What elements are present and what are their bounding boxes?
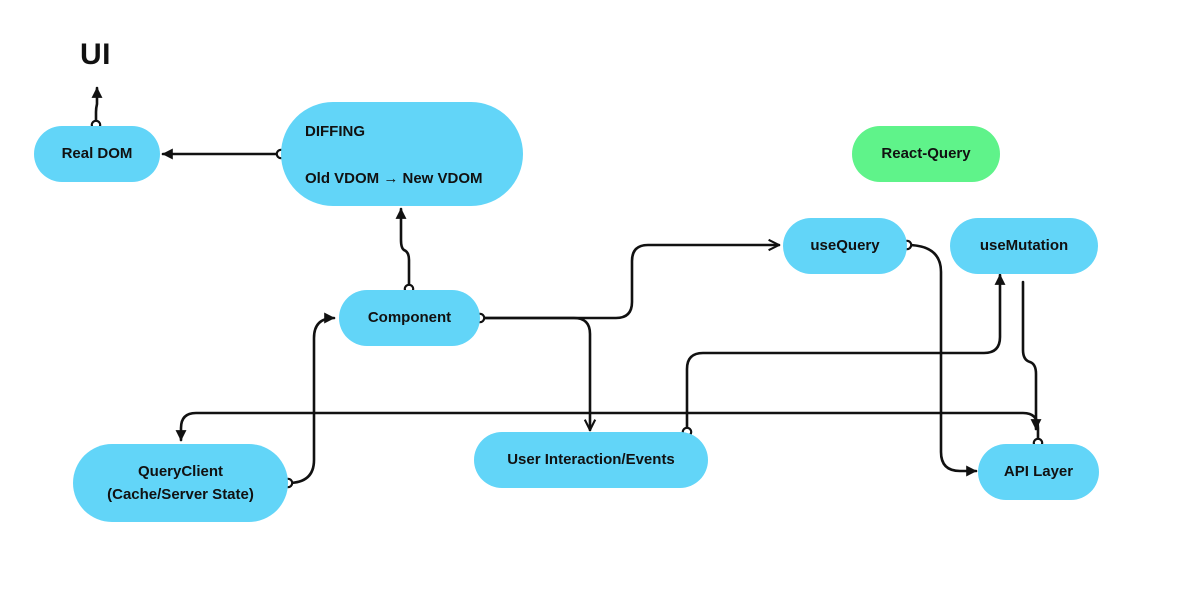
use-mutation-node[interactable]: useMutation <box>950 218 1098 274</box>
api-layer-node[interactable]: API Layer <box>978 444 1099 500</box>
diffing-node[interactable]: DIFFING Old VDOM → New VDOM <box>281 102 523 206</box>
use-query-label: useQuery <box>810 237 880 255</box>
diffing-subtitle: Old VDOM → New VDOM <box>305 169 483 187</box>
api-layer-label: API Layer <box>1003 463 1074 481</box>
user-events-label: User Interaction/Events <box>507 451 675 469</box>
query-client-node[interactable]: QueryClient (Cache/Server State) <box>73 444 288 522</box>
use-query-node[interactable]: useQuery <box>783 218 907 274</box>
edge-events-to-usemutation <box>685 273 1006 434</box>
edge-realdom-to-ui <box>91 86 103 127</box>
real-dom-node[interactable]: Real DOM <box>34 126 160 182</box>
component-label: Component <box>367 309 452 327</box>
edge-component-to-events <box>478 316 597 432</box>
react-query-label: React-Query <box>881 145 971 163</box>
react-query-node[interactable]: React-Query <box>852 126 1000 182</box>
edge-component-to-usequery <box>478 238 781 320</box>
user-events-node[interactable]: User Interaction/Events <box>474 432 708 488</box>
ui-title: UI <box>80 38 111 71</box>
query-client-subtitle: (Cache/Server State) <box>107 486 254 503</box>
diffing-title: DIFFING <box>305 123 365 140</box>
edge-usequery-to-apilayer <box>905 243 978 477</box>
edge-queryclient-to-component <box>286 312 336 485</box>
edge-component-to-diffing <box>395 207 411 291</box>
real-dom-label: Real DOM <box>61 145 133 163</box>
query-client-title: QueryClient <box>137 462 224 480</box>
edge-usemutation-to-apilayer <box>1021 280 1042 431</box>
component-node[interactable]: Component <box>339 290 480 346</box>
use-mutation-label: useMutation <box>979 237 1069 255</box>
